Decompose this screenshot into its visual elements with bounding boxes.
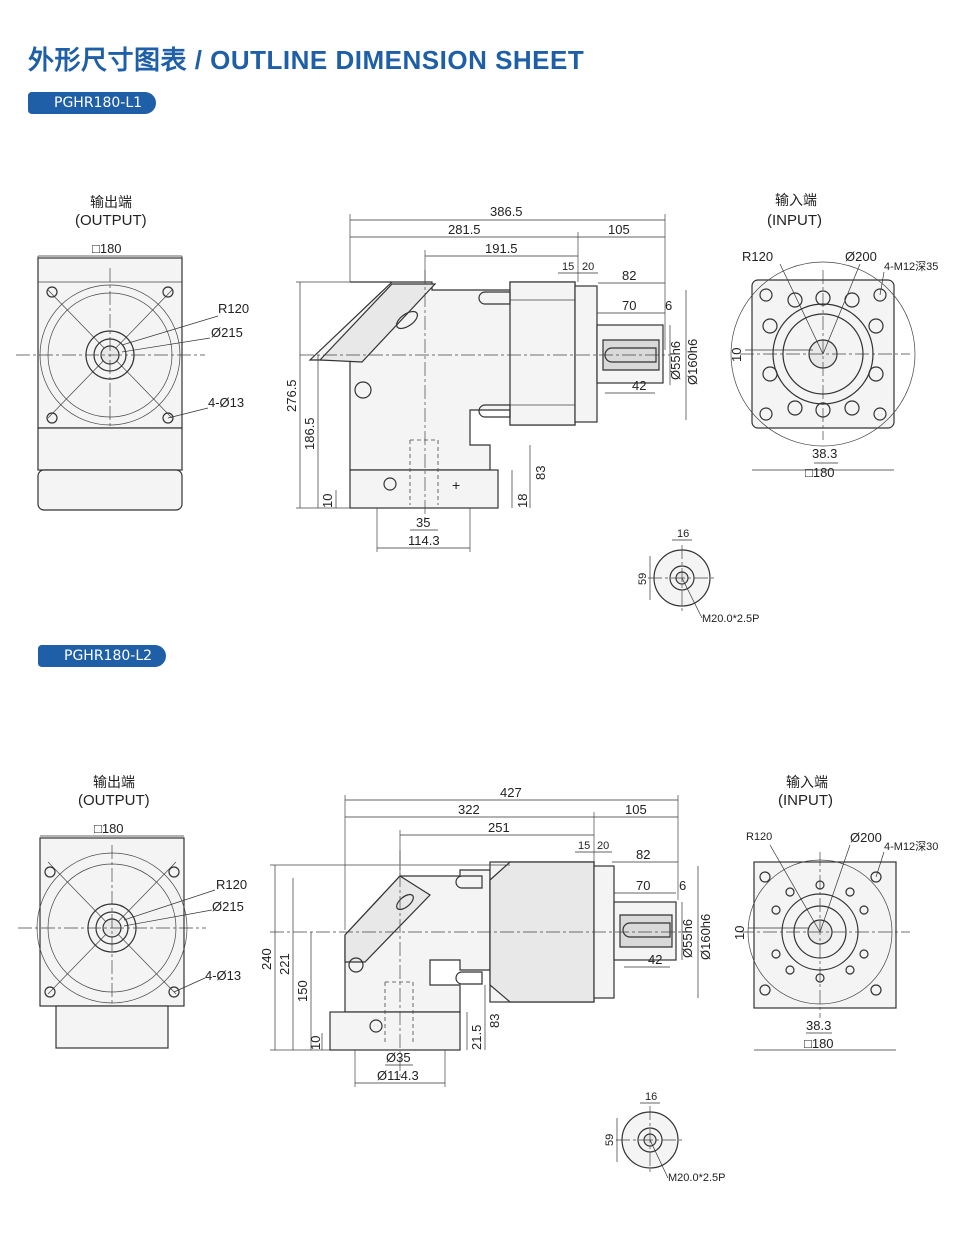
side-h221-dim-l2: 221	[277, 953, 292, 975]
input-square-dim-l2: □180	[804, 1036, 834, 1051]
input-label-cn-l2: 输入端	[786, 774, 828, 790]
detail-d59-dim: 59	[637, 573, 649, 585]
svg-text:+: +	[452, 477, 460, 493]
input-label-en: (INPUT)	[767, 212, 822, 229]
output-label-en: (OUTPUT)	[75, 212, 147, 229]
input-label-cn: 输入端	[775, 192, 817, 208]
shaft-detail-l2: 16 59 M20.0*2.5P	[604, 1091, 725, 1184]
side-d160-dim: Ø160h6	[685, 339, 700, 385]
side-w114-dim: 114.3	[408, 533, 440, 548]
side-w35-dim-l2: Ø35	[386, 1050, 411, 1065]
side-b-dim: 105	[608, 222, 630, 237]
input-d10-dim: 10	[729, 348, 744, 362]
input-d10-dim-l2: 10	[732, 926, 747, 940]
front-holes-dim-l2: 4-Ø13	[205, 968, 241, 983]
side-82-dim-l2: 82	[636, 847, 650, 862]
side-view-l1: 386.5 281.5 105 191.5 15 20 82	[284, 204, 700, 552]
output-front-view-l2: 输出端 (OUTPUT) □180 R120 Ø215 4-Ø13	[18, 774, 247, 1049]
output-label-cn-l2: 输出端	[93, 774, 135, 790]
input-square-dim: □180	[805, 465, 835, 480]
side-c-dim: 191.5	[485, 241, 518, 256]
model-badge-l1: PGHR180-L1	[28, 92, 157, 114]
side-c-dim-l2: 251	[488, 820, 510, 835]
input-d383-dim-l2: 38.3	[806, 1018, 831, 1033]
input-r-dim-l2: R120	[746, 831, 772, 843]
side-d160-dim-l2: Ø160h6	[698, 914, 713, 960]
side-6-dim: 6	[665, 298, 672, 313]
page-title: 外形尺寸图表 / OUTLINE DIMENSION SHEET	[28, 45, 585, 75]
side-a-dim: 281.5	[448, 222, 481, 237]
side-h240-dim-l2: 240	[259, 948, 274, 970]
side-h150-dim-l2: 150	[295, 980, 310, 1002]
input-d383-dim: 38.3	[812, 446, 837, 461]
detail-thread-dim: M20.0*2.5P	[702, 613, 759, 625]
side-d55-dim: Ø55h6	[668, 341, 683, 380]
input-holes-dim-l2: 4-M12深30	[884, 840, 938, 853]
side-w35-dim: 35	[416, 515, 430, 530]
drawing-l1: 输出端 (OUTPUT) □180 R120 Ø215 4-Ø13 386.5 …	[16, 192, 938, 625]
input-view-l1: 输入端 (INPUT) R120 Ø200 4-M12深35 10 38.3 □…	[729, 192, 938, 480]
drawing-l2: 输出端 (OUTPUT) □180 R120 Ø215 4-Ø13 427 32…	[18, 774, 938, 1184]
input-label-en-l2: (INPUT)	[778, 792, 833, 809]
side-h276-dim: 276.5	[284, 379, 299, 412]
front-square-dim-l2: □180	[94, 821, 124, 836]
output-front-view-l1: 输出端 (OUTPUT) □180 R120 Ø215 4-Ø13	[16, 194, 249, 511]
side-h186-dim: 186.5	[302, 417, 317, 450]
side-overall-dim-l2: 427	[500, 785, 522, 800]
side-h83-dim: 83	[533, 466, 548, 480]
detail-d16-dim-l2: 16	[645, 1091, 657, 1103]
detail-d16-dim: 16	[677, 528, 689, 540]
front-square-dim: □180	[92, 241, 122, 256]
shaft-detail-l1: 16 59 M20.0*2.5P	[637, 528, 759, 625]
side-view-l2: 427 322 105 251 15 20 82	[259, 785, 713, 1087]
side-20-dim-l2: 20	[597, 840, 609, 852]
side-42-dim-l2: 42	[648, 952, 662, 967]
input-view-l2: 输入端 (INPUT) R120 Ø200 4-M12深30 10 38.3 □…	[732, 774, 938, 1051]
side-15-dim: 15	[562, 261, 574, 273]
side-w114-dim-l2: Ø114.3	[377, 1068, 419, 1083]
front-dia-dim-l2: Ø215	[212, 899, 244, 914]
side-15-dim-l2: 15	[578, 840, 590, 852]
input-d200-dim-l2: Ø200	[850, 830, 882, 845]
side-d55-dim-l2: Ø55h6	[680, 919, 695, 958]
side-h10-dim: 10	[320, 494, 335, 508]
front-dia-dim: Ø215	[211, 325, 243, 340]
side-h10-dim-l2: 10	[308, 1036, 323, 1050]
input-r-dim: R120	[742, 249, 773, 264]
output-label-cn: 输出端	[90, 194, 132, 210]
side-70-dim: 70	[622, 298, 636, 313]
input-holes-dim: 4-M12深35	[884, 260, 938, 273]
side-b-dim-l2: 105	[625, 802, 647, 817]
side-a-dim-l2: 322	[458, 802, 480, 817]
input-d200-dim: Ø200	[845, 249, 877, 264]
front-r-dim-l2: R120	[216, 877, 247, 892]
side-h215-dim-l2: 21.5	[469, 1025, 484, 1050]
front-holes-dim: 4-Ø13	[208, 395, 244, 410]
side-h83-dim-l2: 83	[487, 1014, 502, 1028]
side-42-dim: 42	[632, 378, 646, 393]
side-20-dim: 20	[582, 261, 594, 273]
side-82-dim: 82	[622, 268, 636, 283]
front-r-dim: R120	[218, 301, 249, 316]
detail-d59-dim-l2: 59	[604, 1134, 616, 1146]
model-badge-l2: PGHR180-L2	[38, 645, 167, 667]
side-70-dim-l2: 70	[636, 878, 650, 893]
output-label-en-l2: (OUTPUT)	[78, 792, 150, 809]
side-overall-dim: 386.5	[490, 204, 523, 219]
side-h18-dim: 18	[515, 494, 530, 508]
side-6-dim-l2: 6	[679, 878, 686, 893]
detail-thread-dim-l2: M20.0*2.5P	[668, 1172, 725, 1184]
